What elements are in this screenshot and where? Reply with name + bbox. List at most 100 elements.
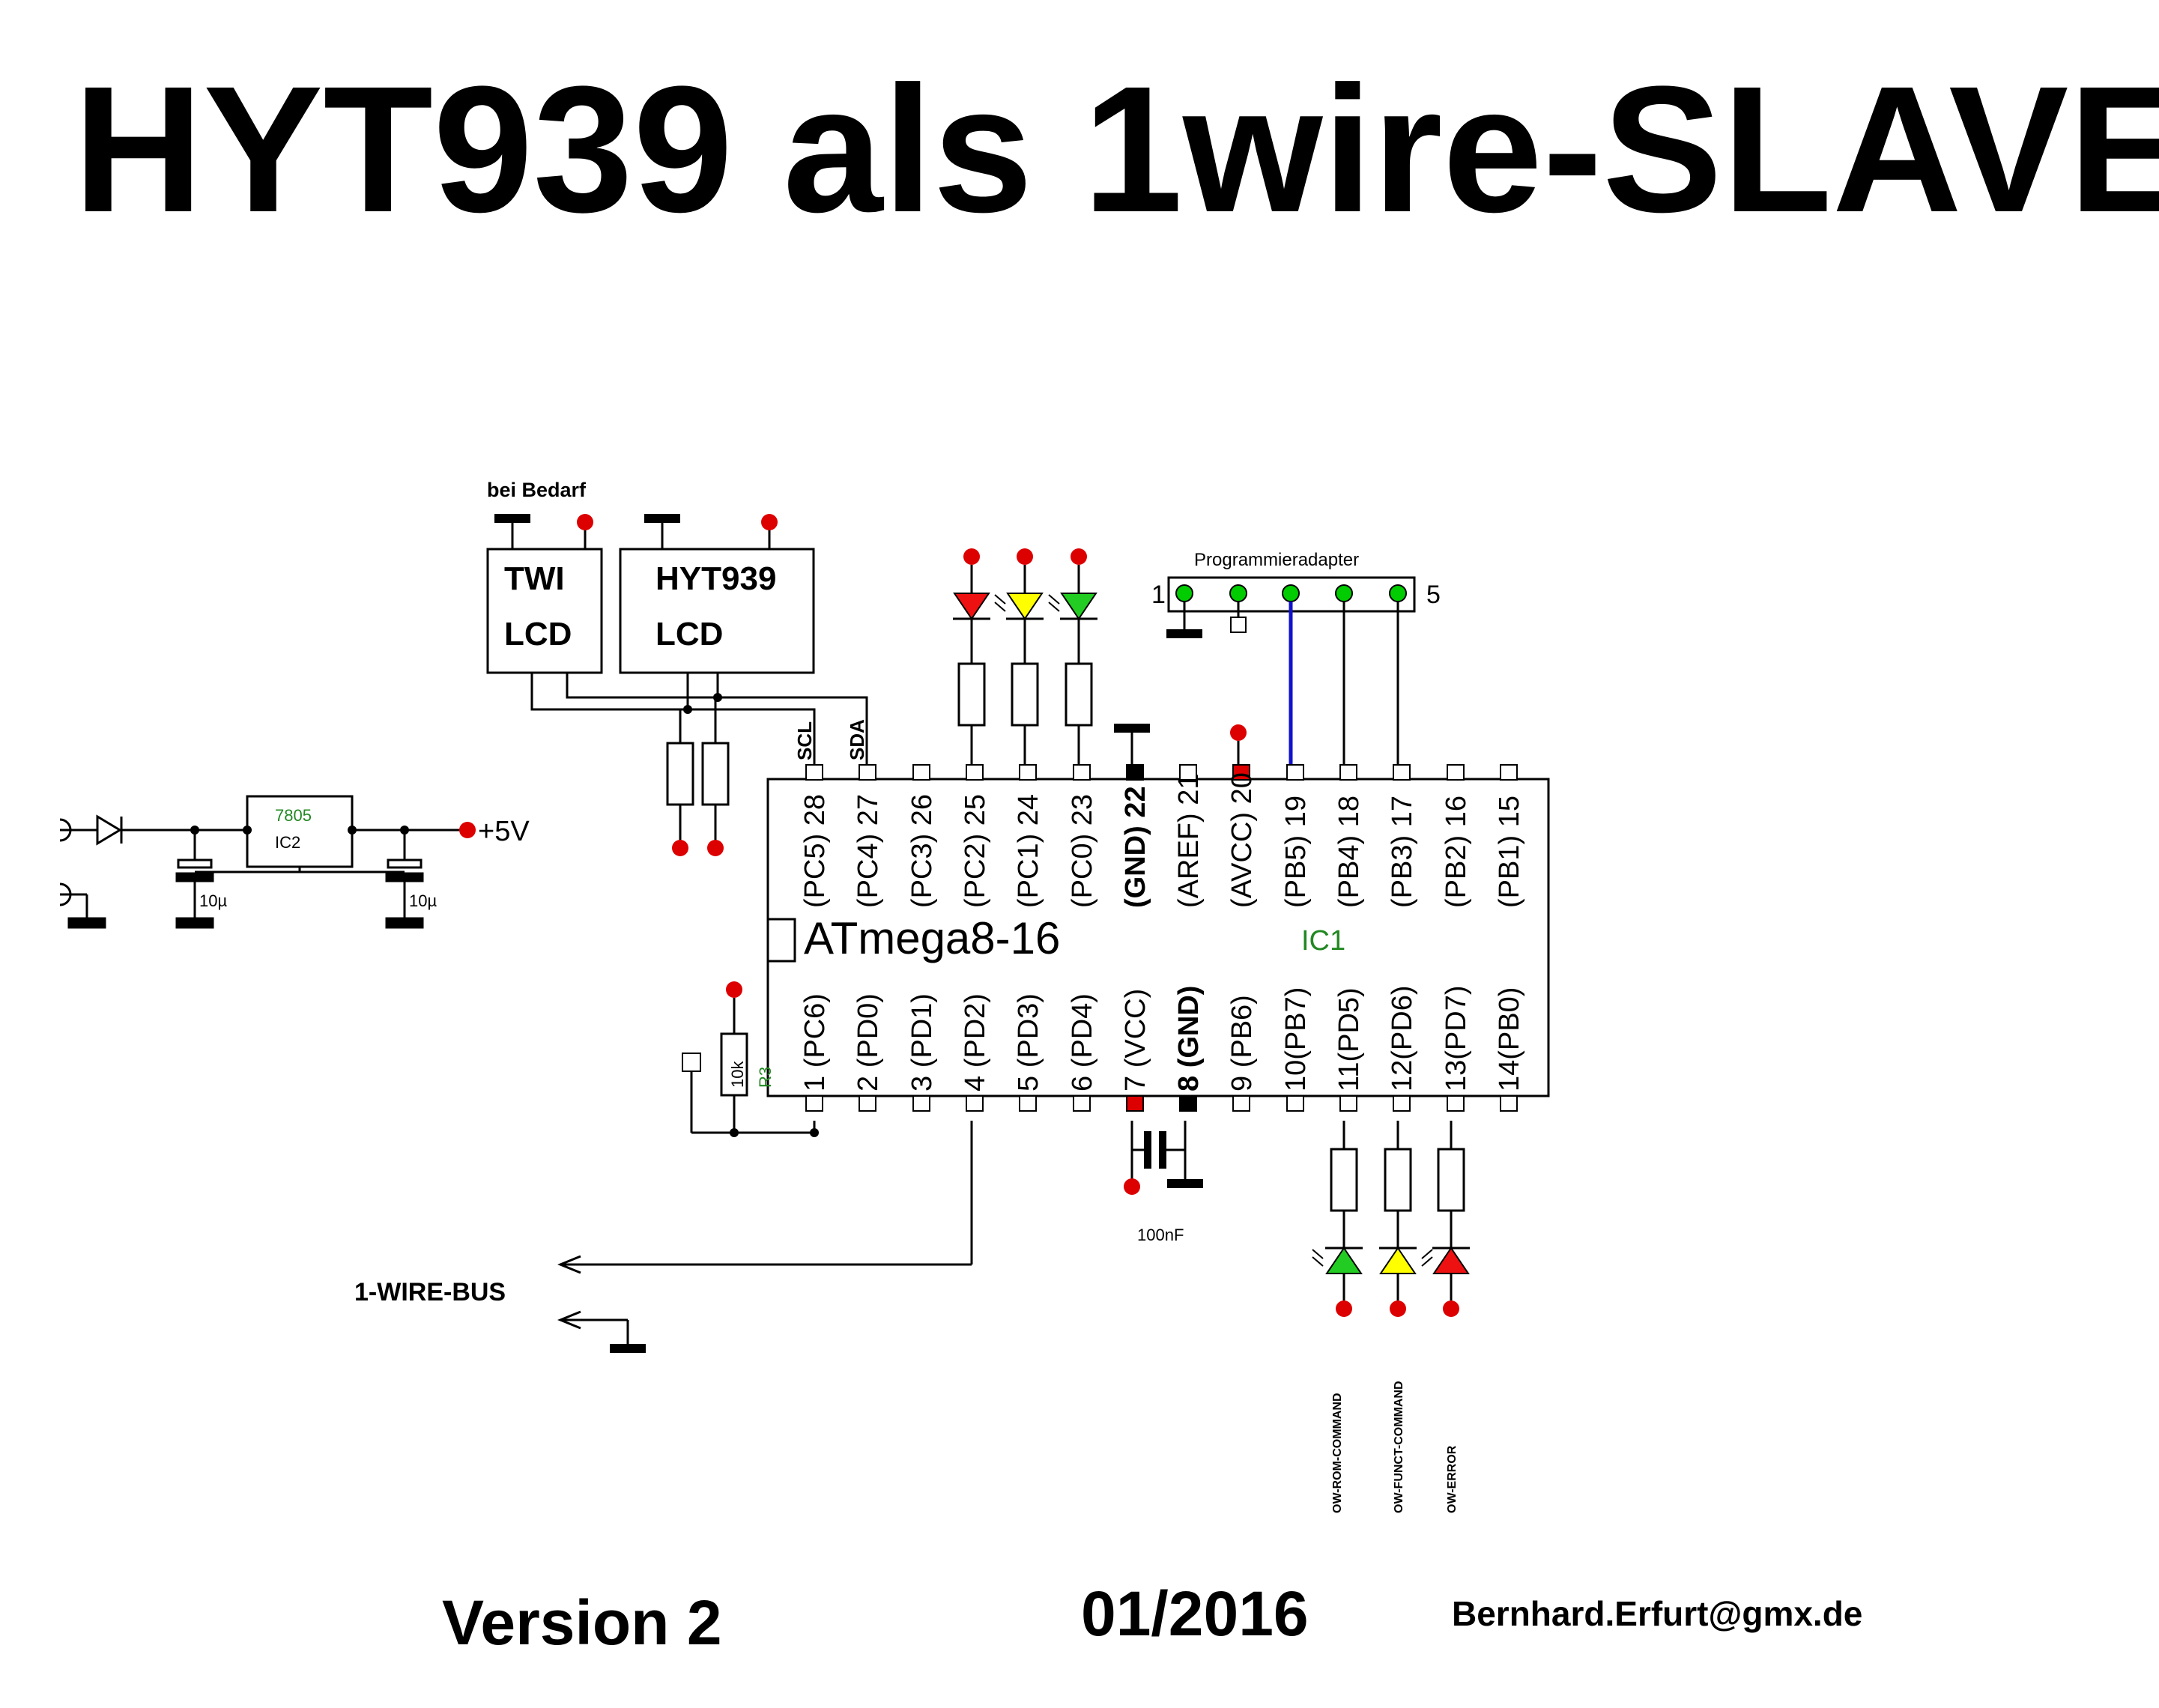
ic-pin-label-top: (PB4) 18 <box>1333 796 1365 908</box>
ic-pin-bottom <box>1126 1095 1144 1112</box>
footer-version: Version 2 <box>442 1587 722 1658</box>
ic-pin-label-bottom: 10(PB7) <box>1280 987 1312 1091</box>
ic-pin-label-bottom: 7 (VCC) <box>1120 989 1151 1091</box>
power-supply <box>59 795 467 929</box>
ic-pin-label-top: (PB3) 17 <box>1387 796 1418 908</box>
status-led-yellow <box>1379 1121 1433 1300</box>
ic-pin-label-top: (PC3) 26 <box>906 794 938 908</box>
ic-pin-bottom <box>1339 1095 1357 1112</box>
cap2-value: 10µ <box>409 891 437 910</box>
ic-pin-label-top: (PB2) 16 <box>1441 796 1472 908</box>
gnd-symbol <box>494 514 530 523</box>
hyt-label-2: LCD <box>655 616 723 652</box>
ic-pin-top <box>912 764 930 781</box>
ic-pin-label-top: (PC2) 25 <box>960 794 991 908</box>
pullup-vcc-dot <box>707 840 724 856</box>
ic-pin-top <box>1286 764 1304 781</box>
ic-pin-label-top: (GND) 22 <box>1120 786 1151 908</box>
mcu-name: ATmega8-16 <box>804 913 1060 963</box>
ic-notch <box>766 918 796 963</box>
ic-pin-label-bottom: 12(PD6) <box>1387 986 1418 1092</box>
ic-pin-label-top: (PB1) 15 <box>1494 796 1525 908</box>
cap1-value: 10µ <box>199 891 227 910</box>
ic-pin-top <box>1179 764 1197 781</box>
status-led-label-3: OW-ERROR <box>1446 1445 1459 1513</box>
ic-pin-bottom <box>912 1095 930 1112</box>
programmer-pin-5: 5 <box>1426 581 1441 609</box>
ic-pin-top <box>859 764 876 781</box>
ic-pin-bottom <box>859 1095 876 1112</box>
status-led-green <box>1312 1121 1363 1300</box>
programmer-title: Programmieradapter <box>1194 550 1359 570</box>
ic-pin-label-bottom: 6 (PD4) <box>1067 993 1098 1091</box>
footer-date: 01/2016 <box>1081 1578 1309 1649</box>
bei-bedarf-label: bei Bedarf <box>487 479 587 501</box>
reset-circuit <box>682 981 816 1134</box>
twi-label-2: LCD <box>504 616 572 652</box>
programming-adapter: Programmieradapter 1 5 <box>1151 550 1441 765</box>
ic-pin-label-bottom: 4 (PD2) <box>960 993 991 1091</box>
hyt-label-1: HYT939 <box>655 560 776 597</box>
ic-pin-label-bottom: 11(PD5) <box>1333 987 1365 1091</box>
ic-pin-label-bottom: 1 (PC6) <box>799 993 831 1091</box>
bus-label: 1-WIRE-BUS <box>354 1278 506 1306</box>
ic-pin-top <box>1339 764 1357 781</box>
ic-pin-bottom <box>1393 1095 1411 1112</box>
ic-pin-label-bottom: 9 (PB6) <box>1226 995 1258 1091</box>
scl-label: SCL <box>793 721 816 760</box>
ic-pin-label-top: (PC0) 23 <box>1067 794 1098 908</box>
twi-lcd-module: TWI LCD <box>486 514 603 674</box>
regulator-part: 7805 <box>275 806 312 825</box>
vcc-dot <box>1124 1178 1140 1195</box>
ic-pin-bottom <box>1019 1095 1037 1112</box>
gnd-symbol <box>1114 724 1150 733</box>
ic-pin-label-bottom: 14(PB0) <box>1494 987 1525 1091</box>
ic-pin-bottom <box>1447 1095 1465 1112</box>
status-led-label-2: OW-FUNCT-COMMAND <box>1393 1381 1405 1513</box>
ic-pin-label-top: (PC4) 27 <box>853 794 884 908</box>
ic-pin-top <box>1019 764 1037 781</box>
ic-pin-label-bottom: 5 (PD3) <box>1013 993 1044 1091</box>
avcc-dot <box>1230 724 1247 741</box>
ic-pin-bottom <box>1073 1095 1091 1112</box>
one-wire-bus <box>557 1121 973 1353</box>
cap-value: 100nF <box>1137 1226 1184 1244</box>
footer-email: Bernhard.Erfurt@gmx.de <box>1452 1594 1862 1633</box>
top-led-green <box>1048 548 1097 765</box>
status-led-red <box>1432 1121 1470 1300</box>
ic-pin-top <box>1126 764 1144 781</box>
top-led-yellow <box>994 548 1044 765</box>
reset-resistor-ref: R3 <box>756 1067 775 1088</box>
gnd-symbol <box>644 514 680 523</box>
ic-pin-bottom <box>1232 1095 1250 1112</box>
ic-pin-label-top: (PB5) 19 <box>1280 796 1312 908</box>
vcc-dot <box>577 514 593 530</box>
ic-pin-top <box>1073 764 1091 781</box>
decoupling-capacitor <box>1130 1121 1203 1188</box>
ic-pin-label-bottom: 2 (PD0) <box>853 993 884 1091</box>
ic-pin-label-bottom: 8 (GND) <box>1173 986 1205 1091</box>
ic-pin-bottom <box>966 1095 984 1112</box>
ic-pin-top <box>1447 764 1465 781</box>
vout-label: +5V <box>478 816 530 847</box>
sda-label: SDA <box>846 719 868 760</box>
ic-pin-top <box>1393 764 1411 781</box>
ic-pin-bottom <box>1179 1095 1197 1112</box>
ic-pin-top <box>966 764 984 781</box>
ic-pin-bottom <box>1286 1095 1304 1112</box>
ic-pin-label-top: (PC1) 24 <box>1013 794 1044 908</box>
top-led-red <box>953 548 990 765</box>
ic-pin-bottom <box>805 1095 823 1112</box>
page-title: HYT939 als 1wire-SLAVE <box>73 49 2159 249</box>
status-led-label-1: OW-ROM-COMMAND <box>1331 1393 1344 1513</box>
ic-pin-label-top: (AVCC) 20 <box>1226 772 1258 908</box>
ic-pin-label-bottom: 3 (PD1) <box>906 993 938 1091</box>
ic-pin-label-bottom: 13(PD7) <box>1441 986 1472 1092</box>
ic-pin-top <box>805 764 823 781</box>
programmer-pin-1: 1 <box>1151 581 1166 609</box>
atmega8-ic: ATmega8-16 IC1 (PC5) 28(PC4) 27(PC3) 26(… <box>766 764 1550 1112</box>
twi-label-1: TWI <box>504 560 565 597</box>
reset-resistor-value: 10k <box>728 1061 747 1088</box>
vout-dot <box>459 822 476 838</box>
